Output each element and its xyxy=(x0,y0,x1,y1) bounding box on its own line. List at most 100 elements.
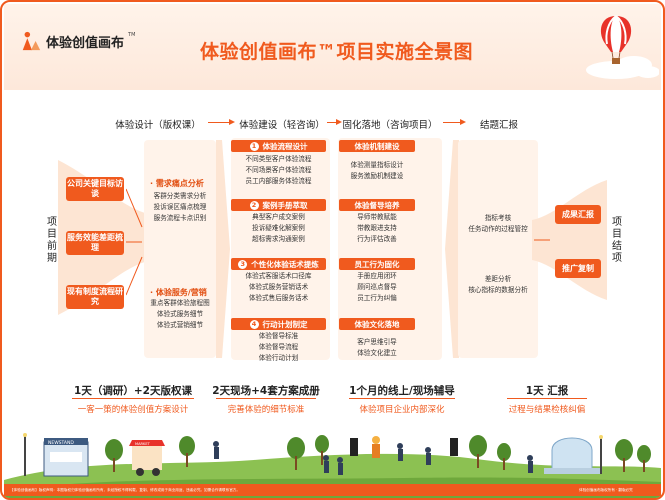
summary-line-4 xyxy=(507,398,587,399)
column-head-report: 结题汇报 xyxy=(479,120,518,131)
list-item: 员工内部服务体验流程 xyxy=(245,177,312,185)
list-item: 手册应用闭环 xyxy=(357,272,397,280)
module-title: 个性化体验话术提炼 xyxy=(251,259,319,269)
left-arrows xyxy=(126,188,143,296)
landing-module-3-header: 员工行为固化 xyxy=(339,258,415,270)
list-item: 客户思维引导 xyxy=(357,338,397,346)
list-item: 导师带教赋能 xyxy=(357,213,397,221)
list-item: 体验式售后服务话术 xyxy=(248,294,309,302)
design-panel xyxy=(144,140,216,358)
page-title: 体验创值画布™项目实施全景图 xyxy=(199,41,473,63)
build-module-3-list: 体验式客服话术口径库 体验式服务营销话术 体验式售后服务话术 xyxy=(231,271,326,304)
list-item: 体验督导标准 xyxy=(258,332,299,340)
module-number: 3 xyxy=(238,259,248,269)
left-pill-gap: 服务效能差距梳理 xyxy=(66,231,124,255)
module-number: 2 xyxy=(249,200,259,210)
list-item: 服务激励机制建设 xyxy=(350,172,404,180)
list-item: 体验式服务营销话术 xyxy=(248,283,309,291)
summary-line-3 xyxy=(349,398,455,399)
list-item: 体验督导流程 xyxy=(258,343,299,351)
list-item: 行为评估改善 xyxy=(357,235,397,243)
column-head-landing: 固化落地（咨询项目） xyxy=(342,120,438,131)
summary-head-4: 1天 汇报 xyxy=(525,385,569,397)
landing-module-2-header: 体验督导培养 xyxy=(339,199,415,211)
logo-text: 体验创值画布 xyxy=(46,35,125,51)
list-item: 体验测量指标设计 xyxy=(350,161,404,169)
landing-module-3-list: 手册应用闭环 顾问巡点督导 员工行为纠偏 xyxy=(339,271,415,304)
list-item: 服务流程卡点识别 xyxy=(153,214,207,222)
logo-tm: TM xyxy=(128,32,136,38)
list-item: 带教跟进支持 xyxy=(357,224,397,232)
logo: 体验创值画布 TM xyxy=(20,30,135,52)
list-item: 客群分类需求分析 xyxy=(153,192,207,200)
market-sign: MARKET xyxy=(135,442,151,446)
list-item: 投诉误区痛点梳理 xyxy=(153,203,207,211)
summary-sub-1: 一客一策的体验创值方案设计 xyxy=(77,405,189,415)
summary-sub-3: 体验项目企业内部深化 xyxy=(359,405,445,415)
report-block2-list: 差距分析 核心指标的数据分析 xyxy=(458,274,538,296)
footer-note-right: 体验创值画布版权所有 · 翻版必究 xyxy=(579,488,633,492)
design-block2-title: · 体验服务/营销 xyxy=(150,288,207,297)
list-item: 体验文化建立 xyxy=(357,349,397,357)
column-head-design: 体验设计（版权课） xyxy=(115,120,201,131)
right-fan-shape xyxy=(532,180,607,300)
module-title: 案例手册萃取 xyxy=(262,200,308,210)
column-head-build: 体验建设（轻咨询） xyxy=(239,120,325,131)
design-block2-list: 重点客群体验旅程图 体验式服务细节 体验式营销细节 xyxy=(146,298,214,331)
summary-head-1: 1天（调研）+2天版权课 xyxy=(74,385,192,397)
summary-line-2 xyxy=(216,398,316,399)
head-arrow-tip-3 xyxy=(460,119,466,125)
side-label-left: 项目前期 xyxy=(47,217,57,264)
module-title: 体验流程设计 xyxy=(262,141,308,151)
summary-sub-4: 过程与结果检核纠偏 xyxy=(508,405,586,415)
list-item: 重点客群体验旅程图 xyxy=(150,299,210,307)
build-module-1-list: 不同类型客户体验流程 不同场景客户体验流程 员工内部服务体验流程 xyxy=(231,154,326,187)
build-module-2-list: 典型客户成交案例 投诉疑难化解案例 超标需求沟通案例 xyxy=(231,212,326,245)
list-item: 体验式营销细节 xyxy=(156,321,204,329)
list-item: 差距分析 xyxy=(484,275,512,283)
list-item: 核心指标的数据分析 xyxy=(468,286,528,294)
summary-sub-2: 完善体验的细节标准 xyxy=(227,405,305,415)
module-number: 4 xyxy=(249,319,259,329)
landing-module-2-list: 导师带教赋能 带教跟进支持 行为评估改善 xyxy=(339,212,415,245)
head-arrow-line-3 xyxy=(443,122,461,123)
report-panel xyxy=(458,140,538,358)
design-block1-title: · 需求痛点分析 xyxy=(150,179,204,188)
list-item: 投诉疑难化解案例 xyxy=(252,224,305,232)
head-arrow-line-2 xyxy=(327,122,337,123)
balloon-illustration xyxy=(586,15,659,79)
list-item: 超标需求沟通案例 xyxy=(252,235,305,243)
left-pill-goals: 公司关键目标访谈 xyxy=(66,177,124,201)
head-arrow-tip-2 xyxy=(336,119,342,125)
logo-mark-icon xyxy=(22,31,41,51)
landing-module-4-header: 体验文化落地 xyxy=(339,318,415,330)
landing-module-1-header: 体验机制建设 xyxy=(339,140,415,152)
footer-note-left: 【体验创值画布】版权声明：本图版权归体验创值画布所有，未经授权不得转载、复制、修… xyxy=(10,488,240,492)
head-arrow-tip-1 xyxy=(229,119,235,125)
module-number: 1 xyxy=(249,141,259,151)
list-item: 典型客户成交案例 xyxy=(252,213,305,221)
list-item: 员工行为纠偏 xyxy=(357,294,397,302)
summary-head-3: 1个月的线上/现场辅导 xyxy=(349,385,455,397)
design-block1-list: 客群分类需求分析 投诉误区痛点梳理 服务流程卡点识别 xyxy=(146,191,214,224)
summary-line-1 xyxy=(72,398,194,399)
summary-head-2: 2天现场+4套方案成册 xyxy=(212,385,320,397)
landing-module-1-list: 体验测量指标设计 服务激励机制建设 xyxy=(339,160,415,182)
module-title: 行动计划制定 xyxy=(262,319,308,329)
left-pill-process: 现有制度流程研究 xyxy=(66,285,124,309)
report-panel-arrow xyxy=(445,140,459,358)
header: 体验创值画布 TM 体验创值画布™项目实施全景图 xyxy=(4,4,661,90)
list-item: 不同类型客户体验流程 xyxy=(245,155,312,163)
side-label-right: 项目结项 xyxy=(612,217,622,264)
newsstand-sign: NEWSTAND xyxy=(48,440,74,446)
right-pill-report: 成果汇报 xyxy=(555,205,601,224)
report-block1-list: 指标考核 任务动作的过程管控 xyxy=(458,213,538,235)
build-module-4-list: 体验督导标准 体验督导流程 体验行动计划 xyxy=(231,331,326,364)
list-item: 体验式服务细节 xyxy=(156,310,204,318)
head-arrow-line-1 xyxy=(208,122,230,123)
